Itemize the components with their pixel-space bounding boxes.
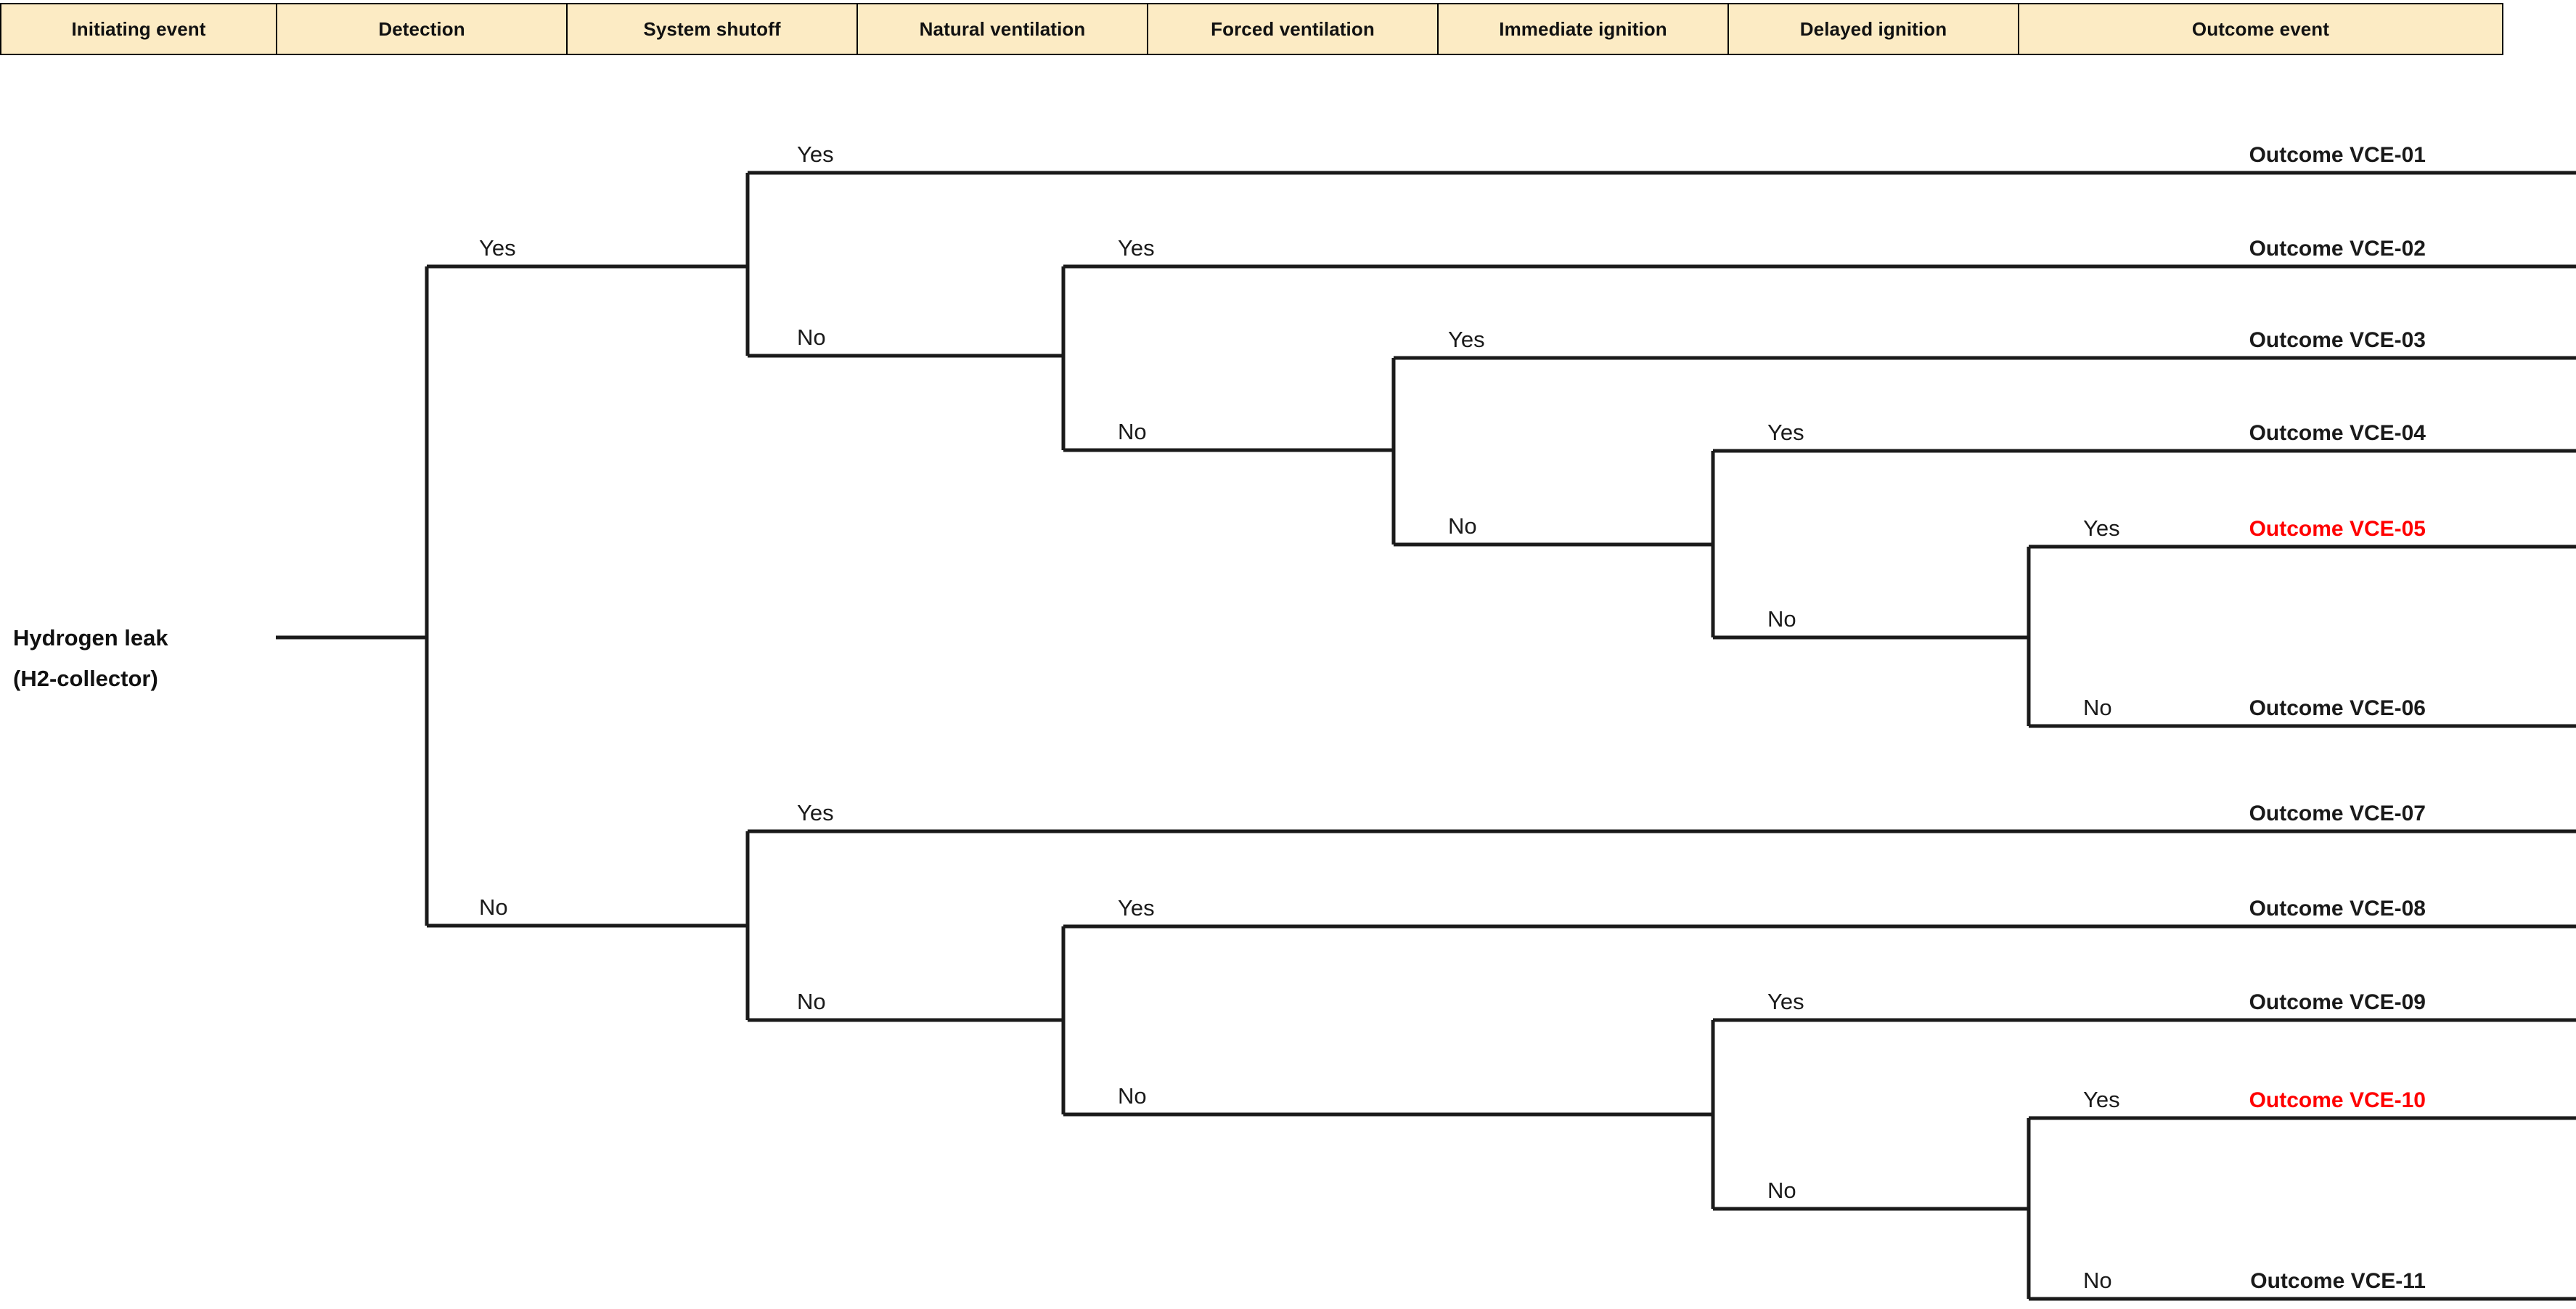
label-immign-yes-top: Yes [1767,420,1804,445]
label-detection-no: No [479,894,508,920]
label-immign-no-top: No [1767,606,1796,632]
label-forcedvent-no-top: No [1448,513,1477,539]
label-natvent-no-top: No [1118,419,1147,444]
outcome-label-8: Outcome VCE-08 [2249,897,2426,921]
header-cell-outcome-event: Outcome event [2018,3,2503,55]
label-delayign-yes-bot: Yes [2083,1087,2120,1112]
label-shutoff-yes-top: Yes [797,142,834,167]
header-cell-detection: Detection [276,3,566,55]
header-label: Immediate ignition [1499,17,1667,40]
label-delayign-no-bot: No [2083,1268,2112,1293]
label-natvent-yes-bot: Yes [1118,895,1155,921]
label-shutoff-no-top: No [797,325,826,350]
label-immign-yes-bot: Yes [1767,989,1804,1014]
header-label: Outcome event [2191,17,2330,40]
outcome-label-7: Outcome VCE-07 [2249,802,2426,825]
outcome-label-11: Outcome VCE-11 [2250,1269,2426,1293]
root-label-line1: Hydrogen leak [13,625,168,651]
outcome-label-10: Outcome VCE-10 [2249,1088,2426,1112]
outcome-label-9: Outcome VCE-09 [2249,990,2426,1014]
header-label: Detection [378,17,465,40]
outcome-label-2: Outcome VCE-02 [2249,237,2426,261]
label-shutoff-no-bot: No [797,989,826,1014]
header-cell-immediate-ignition: Immediate ignition [1437,3,1727,55]
header-cell-forced-ventilation: Forced ventilation [1147,3,1437,55]
label-shutoff-yes-bot: Yes [797,800,834,825]
header-cell-system-shutoff: System shutoff [566,3,856,55]
label-delayign-yes-top: Yes [2083,515,2120,541]
header-label: Forced ventilation [1211,17,1375,40]
label-delayign-no-top: No [2083,695,2112,720]
header-cell-delayed-ignition: Delayed ignition [1727,3,2018,55]
header-cell-initiating-event: Initiating event [0,3,276,55]
root-label-line2: (H2-collector) [13,666,158,691]
outcome-label-1: Outcome VCE-01 [2249,143,2426,167]
column-header-row: Initiating event Detection System shutof… [0,3,2576,55]
label-detection-yes: Yes [479,235,516,261]
outcome-label-4: Outcome VCE-04 [2249,421,2426,445]
header-cell-natural-ventilation: Natural ventilation [856,3,1147,55]
outcome-label-3: Outcome VCE-03 [2249,328,2426,352]
label-forcedvent-yes-top: Yes [1448,327,1485,352]
header-label: System shutoff [643,17,781,40]
outcome-label-5: Outcome VCE-05 [2249,517,2426,541]
header-label: Initiating event [71,17,206,40]
header-label: Natural ventilation [919,17,1086,40]
label-natvent-yes-top: Yes [1118,235,1155,261]
outcome-label-6: Outcome VCE-06 [2249,696,2426,720]
label-natvent-no-bot: No [1118,1083,1147,1109]
header-label: Delayed ignition [1799,17,1947,40]
label-immign-no-bot: No [1767,1178,1796,1203]
